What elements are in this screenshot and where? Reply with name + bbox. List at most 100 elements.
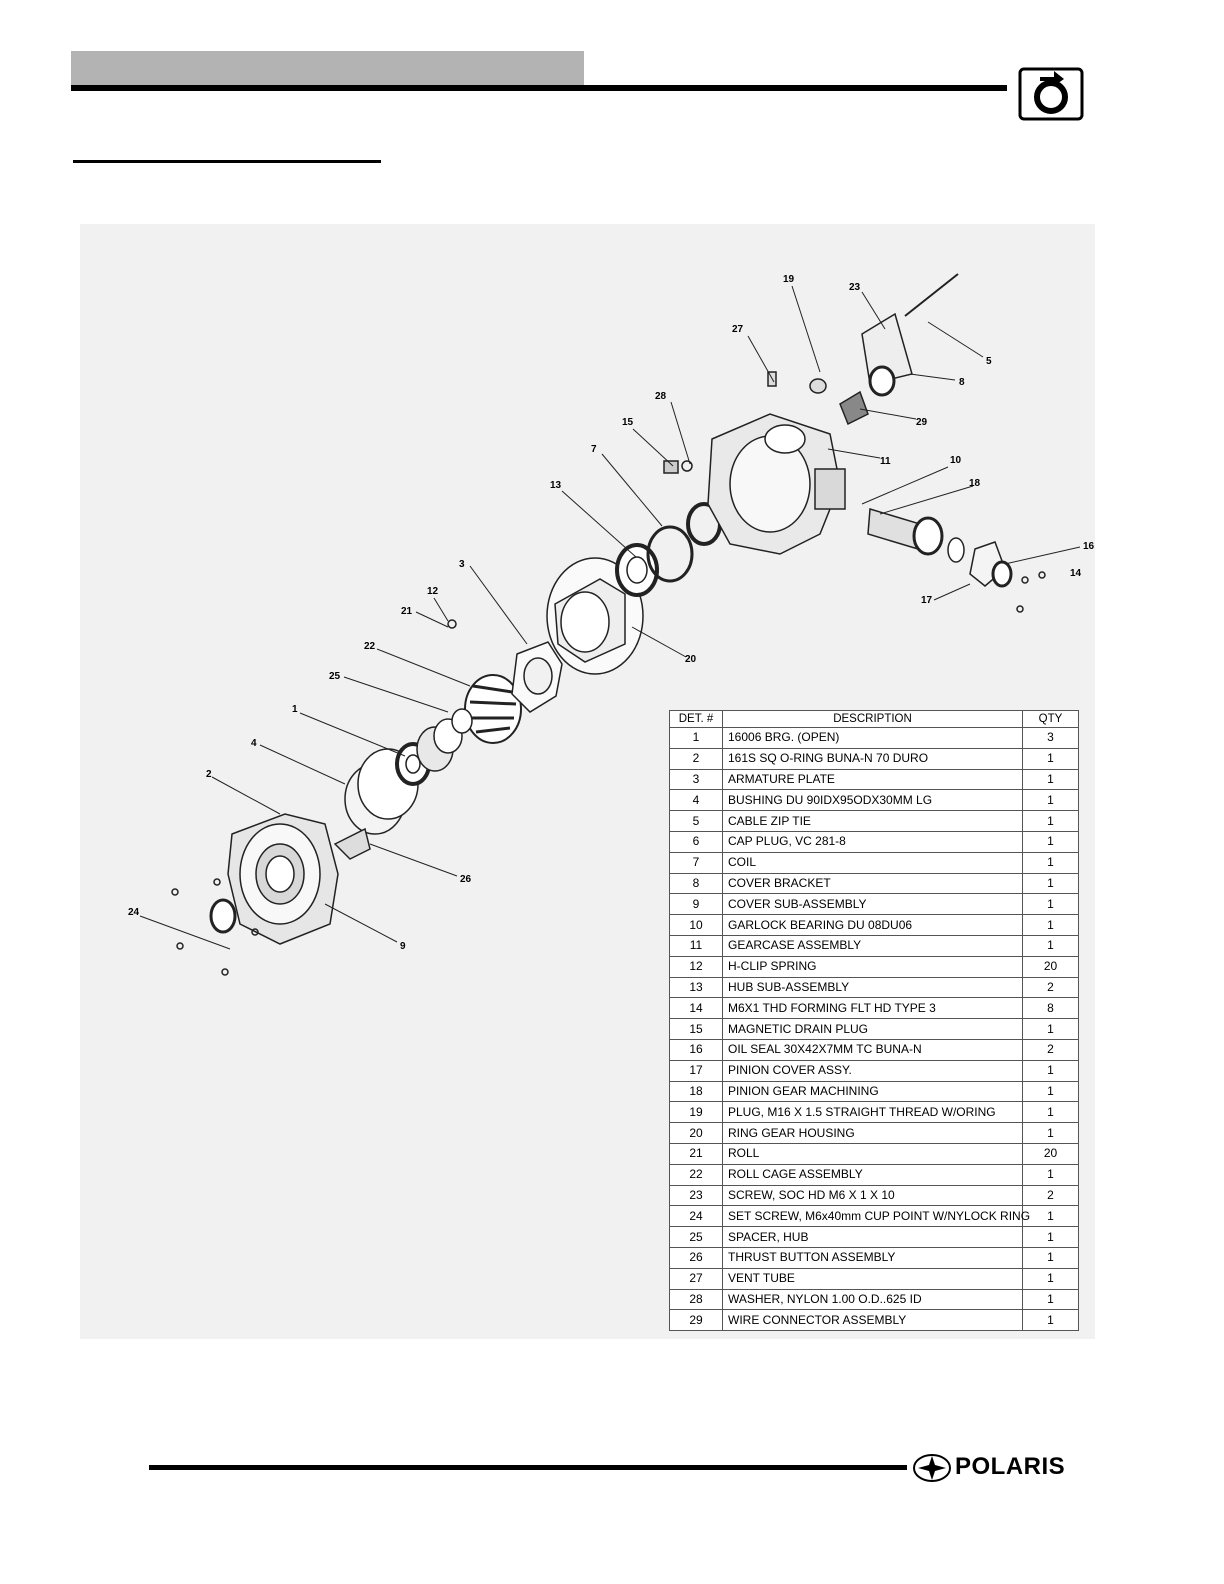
callout-10: 10 <box>950 455 962 466</box>
description-cell: RING GEAR HOUSING <box>722 1122 1023 1144</box>
description-cell: PLUG, M16 X 1.5 STRAIGHT THREAD W/ORING <box>722 1101 1023 1124</box>
header-rule <box>71 85 1007 91</box>
callout-4: 4 <box>251 738 257 749</box>
description-cell: MAGNETIC DRAIN PLUG <box>722 1018 1023 1040</box>
description-cell: WASHER, NYLON 1.00 O.D..625 ID <box>722 1288 1023 1311</box>
callout-21: 21 <box>401 606 413 617</box>
det-cell: 22 <box>669 1163 723 1186</box>
qty-cell: 1 <box>1022 1122 1079 1144</box>
table-header-row: DET. # DESCRIPTION QTY <box>669 710 1079 728</box>
qty-cell: 20 <box>1022 1142 1079 1165</box>
callout-3: 3 <box>459 559 465 570</box>
description-cell: OIL SEAL 30X42X7MM TC BUNA-N <box>722 1038 1023 1061</box>
section-title-rule <box>73 160 381 163</box>
det-cell: 2 <box>669 747 723 770</box>
description-cell: GEARCASE ASSEMBLY <box>722 934 1023 957</box>
det-cell: 14 <box>669 997 723 1020</box>
det-cell: 27 <box>669 1267 723 1290</box>
qty-cell: 2 <box>1022 1038 1079 1061</box>
det-cell: 20 <box>669 1122 723 1144</box>
callout-11: 11 <box>880 456 891 467</box>
description-cell: H-CLIP SPRING <box>722 955 1023 978</box>
description-cell: PINION GEAR MACHINING <box>722 1080 1023 1103</box>
det-cell: 25 <box>669 1226 723 1248</box>
callout-13: 13 <box>550 480 562 491</box>
det-cell: 11 <box>669 934 723 957</box>
description-cell: COIL <box>722 851 1023 874</box>
qty-cell: 1 <box>1022 851 1079 874</box>
callout-19: 19 <box>783 274 795 285</box>
det-cell: 10 <box>669 914 723 936</box>
det-cell: 24 <box>669 1205 723 1228</box>
det-cell: 17 <box>669 1059 723 1082</box>
qty-cell: 1 <box>1022 810 1079 832</box>
callout-labels: 19 23 27 5 8 28 15 29 7 11 10 18 13 16 1… <box>128 274 1095 952</box>
qty-cell: 1 <box>1022 789 1079 812</box>
det-cell: 18 <box>669 1080 723 1103</box>
description-cell: COVER SUB-ASSEMBLY <box>722 893 1023 916</box>
det-cell: 23 <box>669 1184 723 1207</box>
callout-9: 9 <box>400 941 406 952</box>
callout-15: 15 <box>622 417 634 428</box>
footer-rule <box>149 1465 907 1470</box>
callout-7: 7 <box>591 444 597 455</box>
description-cell: 161S SQ O-RING BUNA-N 70 DURO <box>722 747 1023 770</box>
qty-cell: 1 <box>1022 747 1079 770</box>
description-cell: CAP PLUG, VC 281-8 <box>722 830 1023 853</box>
qty-cell: 1 <box>1022 1101 1079 1124</box>
qty-cell: 2 <box>1022 976 1079 999</box>
qty-cell: 1 <box>1022 768 1079 791</box>
description-cell: 16006 BRG. (OPEN) <box>722 727 1023 749</box>
qty-cell: 2 <box>1022 1184 1079 1207</box>
description-cell: SET SCREW, M6x40mm CUP POINT W/NYLOCK RI… <box>722 1205 1030 1228</box>
qty-cell: 1 <box>1022 1288 1079 1311</box>
det-cell: 28 <box>669 1288 723 1311</box>
exploded-diagram-panel: 19 23 27 5 8 28 15 29 7 11 10 18 13 16 1… <box>80 224 1095 1339</box>
det-cell: 19 <box>669 1101 723 1124</box>
qty-cell: 1 <box>1022 1018 1079 1040</box>
det-cell: 9 <box>669 893 723 916</box>
callout-29: 29 <box>916 417 928 428</box>
header-bar <box>71 51 584 85</box>
det-cell: 5 <box>669 810 723 832</box>
qty-cell: 20 <box>1022 955 1079 978</box>
qty-cell: 1 <box>1022 1080 1079 1103</box>
det-cell: 21 <box>669 1142 723 1165</box>
description-cell: CABLE ZIP TIE <box>722 810 1023 832</box>
callout-12: 12 <box>427 586 439 597</box>
det-cell: 7 <box>669 851 723 874</box>
det-cell: 16 <box>669 1038 723 1061</box>
callout-27: 27 <box>732 324 744 335</box>
description-cell: ARMATURE PLATE <box>722 768 1023 791</box>
qty-cell: 1 <box>1022 1309 1079 1332</box>
det-cell: 3 <box>669 768 723 791</box>
det-cell: 6 <box>669 830 723 853</box>
callout-leaders <box>139 285 1081 950</box>
logo-wordmark: POLARIS <box>955 1453 1066 1480</box>
description-cell: VENT TUBE <box>722 1267 1023 1290</box>
description-cell: ROLL CAGE ASSEMBLY <box>722 1163 1023 1186</box>
callout-22: 22 <box>364 641 376 652</box>
callout-16: 16 <box>1083 541 1095 552</box>
description-cell: HUB SUB-ASSEMBLY <box>722 976 1023 999</box>
det-cell: 13 <box>669 976 723 999</box>
qty-cell: 1 <box>1022 893 1079 916</box>
parts-artwork <box>171 273 1046 976</box>
qty-cell: 1 <box>1022 1226 1079 1248</box>
description-cell: COVER BRACKET <box>722 872 1023 895</box>
